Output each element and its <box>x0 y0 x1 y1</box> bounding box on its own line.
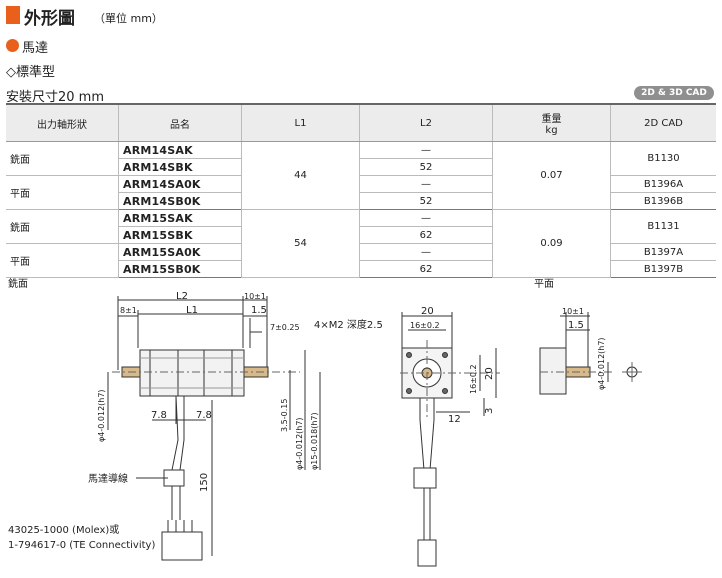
dim-16-side: 16±0.2 <box>469 364 478 394</box>
l2-cell: — <box>359 209 493 227</box>
front-view <box>400 312 500 567</box>
connector-label-2: 1-794617-0 (TE Connectivity) <box>8 540 155 551</box>
dim-20-side: 20 <box>484 367 495 380</box>
model-cell: ARM15SBK <box>118 226 242 244</box>
model-cell: ARM14SBK <box>118 158 242 176</box>
dim-8: 8±1 <box>120 306 137 315</box>
col-header: 品名 <box>118 103 242 142</box>
weight-cell: 0.07 <box>492 141 611 210</box>
model-cell: ARM14SAK <box>118 141 242 159</box>
dim-16-top: 16±0.2 <box>410 321 440 330</box>
dim-7-8-b: 7.8 <box>196 410 212 421</box>
l1-cell: 54 <box>241 209 360 278</box>
model-cell: ARM15SB0K <box>118 260 242 278</box>
cad-cell[interactable]: B1396B <box>610 192 716 210</box>
table-row: ARM15SBK 62 <box>6 226 716 244</box>
dim-150: 150 <box>199 473 210 492</box>
weight-cell: 0.09 <box>492 209 611 278</box>
model-cell: ARM14SA0K <box>118 175 242 193</box>
l2-cell: — <box>359 141 493 159</box>
mounting-size: 安裝尺寸20 mm <box>6 90 105 105</box>
model-cell: ARM15SA0K <box>118 243 242 261</box>
dim-12: 12 <box>448 414 461 425</box>
table-row: 平面 ARM14SA0K — B1396A <box>6 175 716 210</box>
l1-cell: 44 <box>241 141 360 210</box>
table-row: 銑面 ARM14SAK 44 — 0.07 B1130 <box>6 141 716 210</box>
col-header: L2 <box>359 103 493 142</box>
dim-1-5-b: 1.5 <box>568 320 584 331</box>
dim-7-8-a: 7.8 <box>151 410 167 421</box>
dim-l2: L2 <box>176 291 188 302</box>
table-header-row: 出力軸形狀 品名 L1 L2 重量 kg 2D CAD <box>6 103 716 142</box>
dim-20-top: 20 <box>421 306 434 317</box>
dim-7: 7±0.25 <box>270 323 300 332</box>
label-flat: 平面 <box>534 279 554 290</box>
l2-cell: — <box>359 243 493 261</box>
shape-cell: 平面 <box>6 243 119 278</box>
connector-label-1: 43025-1000 (Molex)或 <box>8 524 119 536</box>
model-cell: ARM15SAK <box>118 209 242 227</box>
shape-cell: 銑面 <box>6 141 119 176</box>
col-header: L1 <box>241 103 360 142</box>
shape-cell: 平面 <box>6 175 119 210</box>
dim-10: 10±1 <box>244 292 266 301</box>
col-header: 出力軸形狀 <box>6 103 119 142</box>
page-title: 外形圖 <box>24 9 75 29</box>
label-flat-milled: 銑面 <box>8 277 28 290</box>
l2-cell: 52 <box>359 192 493 210</box>
table-row: ARM15SB0K 62 B1397B <box>6 260 716 278</box>
unit-note: （單位 mm） <box>94 12 163 25</box>
table-row: ARM14SB0K 52 B1396B <box>6 192 716 210</box>
l2-cell: 62 <box>359 226 493 244</box>
model-cell: ARM14SB0K <box>118 192 242 210</box>
table-row: ARM14SBK 52 <box>6 158 716 176</box>
shape-cell: 銑面 <box>6 209 119 244</box>
section-type: ◇標準型 <box>6 65 55 80</box>
dim-3: 3 <box>484 408 495 414</box>
cad-cell[interactable]: B1131 <box>610 209 716 244</box>
dim-m2: 4×M2 深度2.5 <box>314 318 383 331</box>
title-marker-icon <box>6 6 20 24</box>
table-row: 銑面 ARM15SAK 54 — 0.09 B1131 <box>6 209 716 278</box>
side-view <box>107 296 321 561</box>
dim-l1: L1 <box>186 305 198 316</box>
dim-shaft-dia: φ4-0.012(h7) <box>295 417 304 470</box>
dimension-drawing: 銑面 平面 <box>8 277 642 567</box>
l2-cell: — <box>359 175 493 193</box>
col-header: 2D CAD <box>610 103 716 142</box>
table-row: 平面 ARM15SA0K — B1397A <box>6 243 716 278</box>
spec-table: 出力軸形狀 品名 L1 L2 重量 kg 2D CAD 銑面 ARM14SAK … <box>6 103 716 278</box>
cad-badge[interactable]: 2D & 3D CAD <box>634 86 714 100</box>
l2-cell: 62 <box>359 260 493 278</box>
dim-10-b: 10±1 <box>562 307 584 316</box>
flat-shaft-view <box>539 312 642 395</box>
dim-shaft-dia-left: φ4-0.012(h7) <box>97 389 106 442</box>
dim-pilot-dia: φ15-0.018(h7) <box>310 412 319 470</box>
dim-1-5: 1.5 <box>251 305 267 316</box>
lead-label: 馬達導線 <box>88 472 128 485</box>
cad-cell[interactable]: B1397B <box>610 260 716 278</box>
section-motor: 馬達 <box>22 41 49 56</box>
l2-cell: 52 <box>359 158 493 176</box>
cad-cell[interactable]: B1130 <box>610 141 716 176</box>
col-header: 重量 kg <box>492 103 611 142</box>
section-bullet-icon <box>6 39 19 52</box>
dim-3-5: 3.5-0.15 <box>280 399 289 432</box>
cad-cell[interactable]: B1397A <box>610 243 716 261</box>
dim-shaft-dia-b: φ4-0.012(h7) <box>597 337 606 390</box>
cad-cell[interactable]: B1396A <box>610 175 716 193</box>
